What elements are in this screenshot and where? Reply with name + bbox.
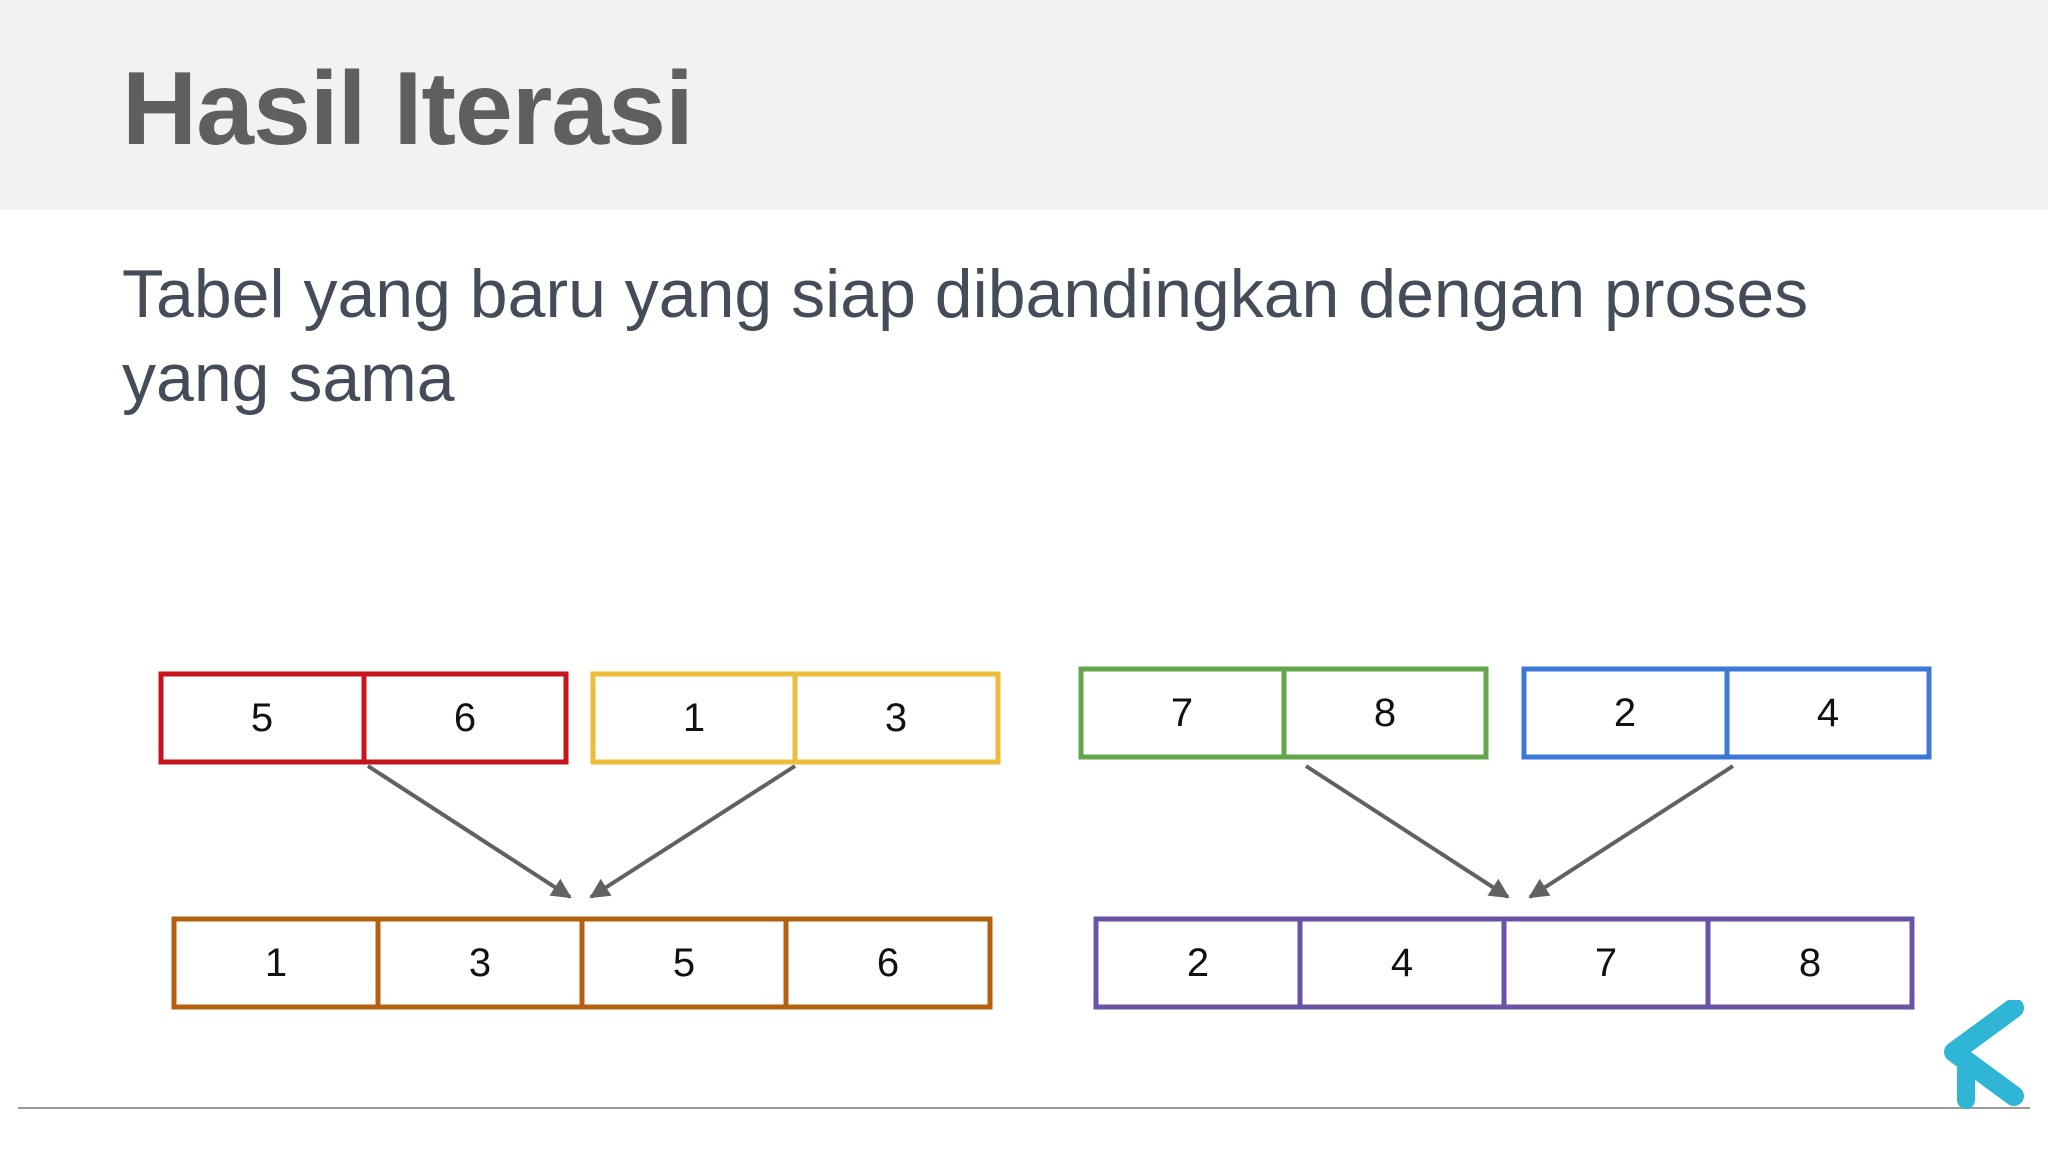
cell-value: 3 — [885, 696, 907, 740]
table-cell — [792, 671, 1001, 765]
top-table-1: 5 6 — [158, 671, 569, 765]
cell-value: 8 — [1374, 691, 1396, 735]
cell-value: 2 — [1187, 941, 1209, 985]
footer-divider — [18, 1107, 2030, 1109]
top-table-3: 7 8 — [1078, 666, 1489, 760]
cell-value: 7 — [1171, 691, 1193, 735]
table-cell — [1078, 666, 1287, 760]
top-table-4: 2 4 — [1521, 666, 1932, 760]
merge-arrow — [366, 764, 572, 899]
table-cell — [158, 671, 367, 765]
table-cell — [1724, 666, 1932, 760]
bottom-table-2: 2 4 7 8 — [1093, 916, 1915, 1010]
table-cell — [171, 916, 381, 1010]
cell-value: 6 — [877, 941, 899, 985]
merge-arrow — [589, 764, 797, 899]
title-bar — [0, 0, 2048, 210]
cell-value: 5 — [673, 941, 695, 985]
table-cell — [783, 916, 993, 1010]
cell-value: 7 — [1595, 941, 1617, 985]
cell-value: 5 — [251, 696, 273, 740]
table-cell — [361, 671, 569, 765]
cell-value: 1 — [683, 696, 705, 740]
top-table-2: 1 3 — [590, 671, 1001, 765]
merge-arrow — [1304, 764, 1510, 899]
table-cell — [1705, 916, 1915, 1010]
cell-value: 6 — [454, 696, 476, 740]
slide-subtitle: Tabel yang baru yang siap dibandingkan d… — [122, 256, 1809, 416]
cell-value: 4 — [1817, 691, 1839, 735]
table-cell — [1521, 666, 1730, 760]
cell-value: 1 — [265, 941, 287, 985]
table-cell — [1281, 666, 1489, 760]
k-logo-icon — [1944, 1000, 2024, 1109]
cell-value: 4 — [1391, 941, 1413, 985]
cell-value: 3 — [469, 941, 491, 985]
cell-value: 8 — [1799, 941, 1821, 985]
bottom-table-1: 1 3 5 6 — [171, 916, 993, 1010]
table-cell — [375, 916, 585, 1010]
slide-title: Hasil Iterasi — [122, 51, 694, 167]
table-cell — [1297, 916, 1507, 1010]
table-cell — [579, 916, 789, 1010]
merge-arrow — [1528, 764, 1735, 899]
table-cell — [1501, 916, 1711, 1010]
cell-value: 2 — [1614, 691, 1636, 735]
table-cell — [590, 671, 798, 765]
table-cell — [1093, 916, 1303, 1010]
